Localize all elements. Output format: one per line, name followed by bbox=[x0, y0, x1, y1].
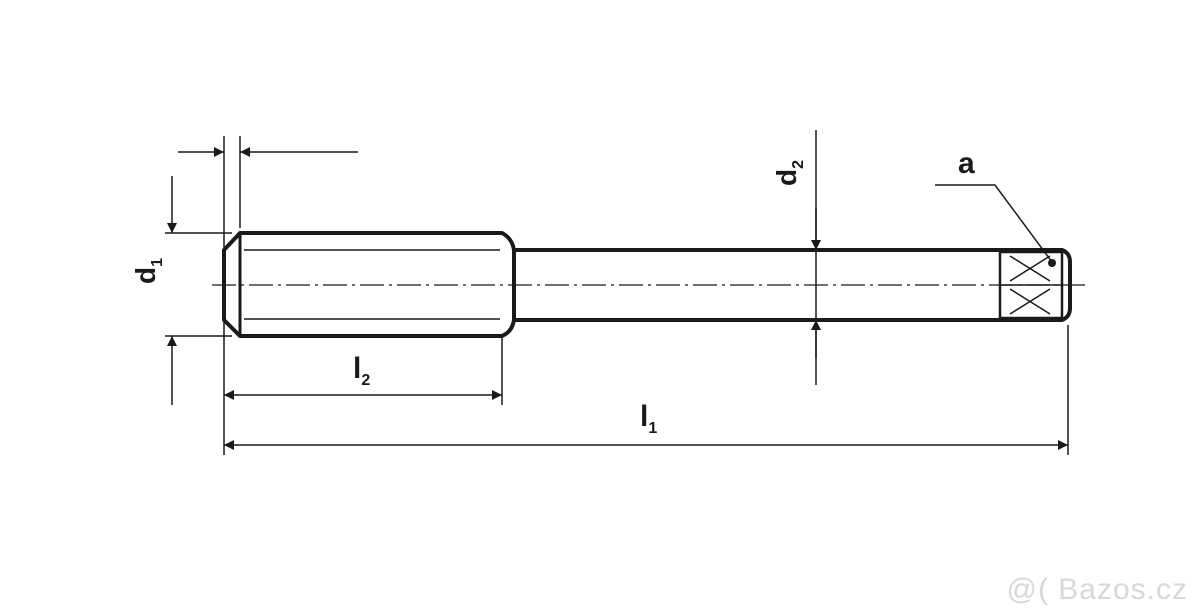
label-d1-sub: 1 bbox=[149, 258, 166, 267]
label-a: a bbox=[958, 147, 975, 180]
a-leader bbox=[935, 184, 1053, 263]
label-d2: d2 bbox=[771, 160, 807, 186]
a-leader-dot bbox=[1048, 259, 1056, 267]
tool-outline bbox=[222, 231, 1072, 338]
label-l2: l2 bbox=[353, 352, 370, 389]
label-l1-sub: 1 bbox=[648, 420, 657, 437]
label-l2-sub: 2 bbox=[361, 372, 370, 389]
threaded-section bbox=[222, 231, 516, 338]
label-l1: l1 bbox=[640, 400, 657, 437]
watermark: @( Bazos.cz bbox=[1006, 573, 1188, 606]
label-d2-sub: 2 bbox=[790, 160, 807, 169]
extension-lines bbox=[165, 130, 1069, 455]
dimension-arrows bbox=[167, 147, 1068, 450]
label-d1: d1 bbox=[130, 258, 166, 284]
